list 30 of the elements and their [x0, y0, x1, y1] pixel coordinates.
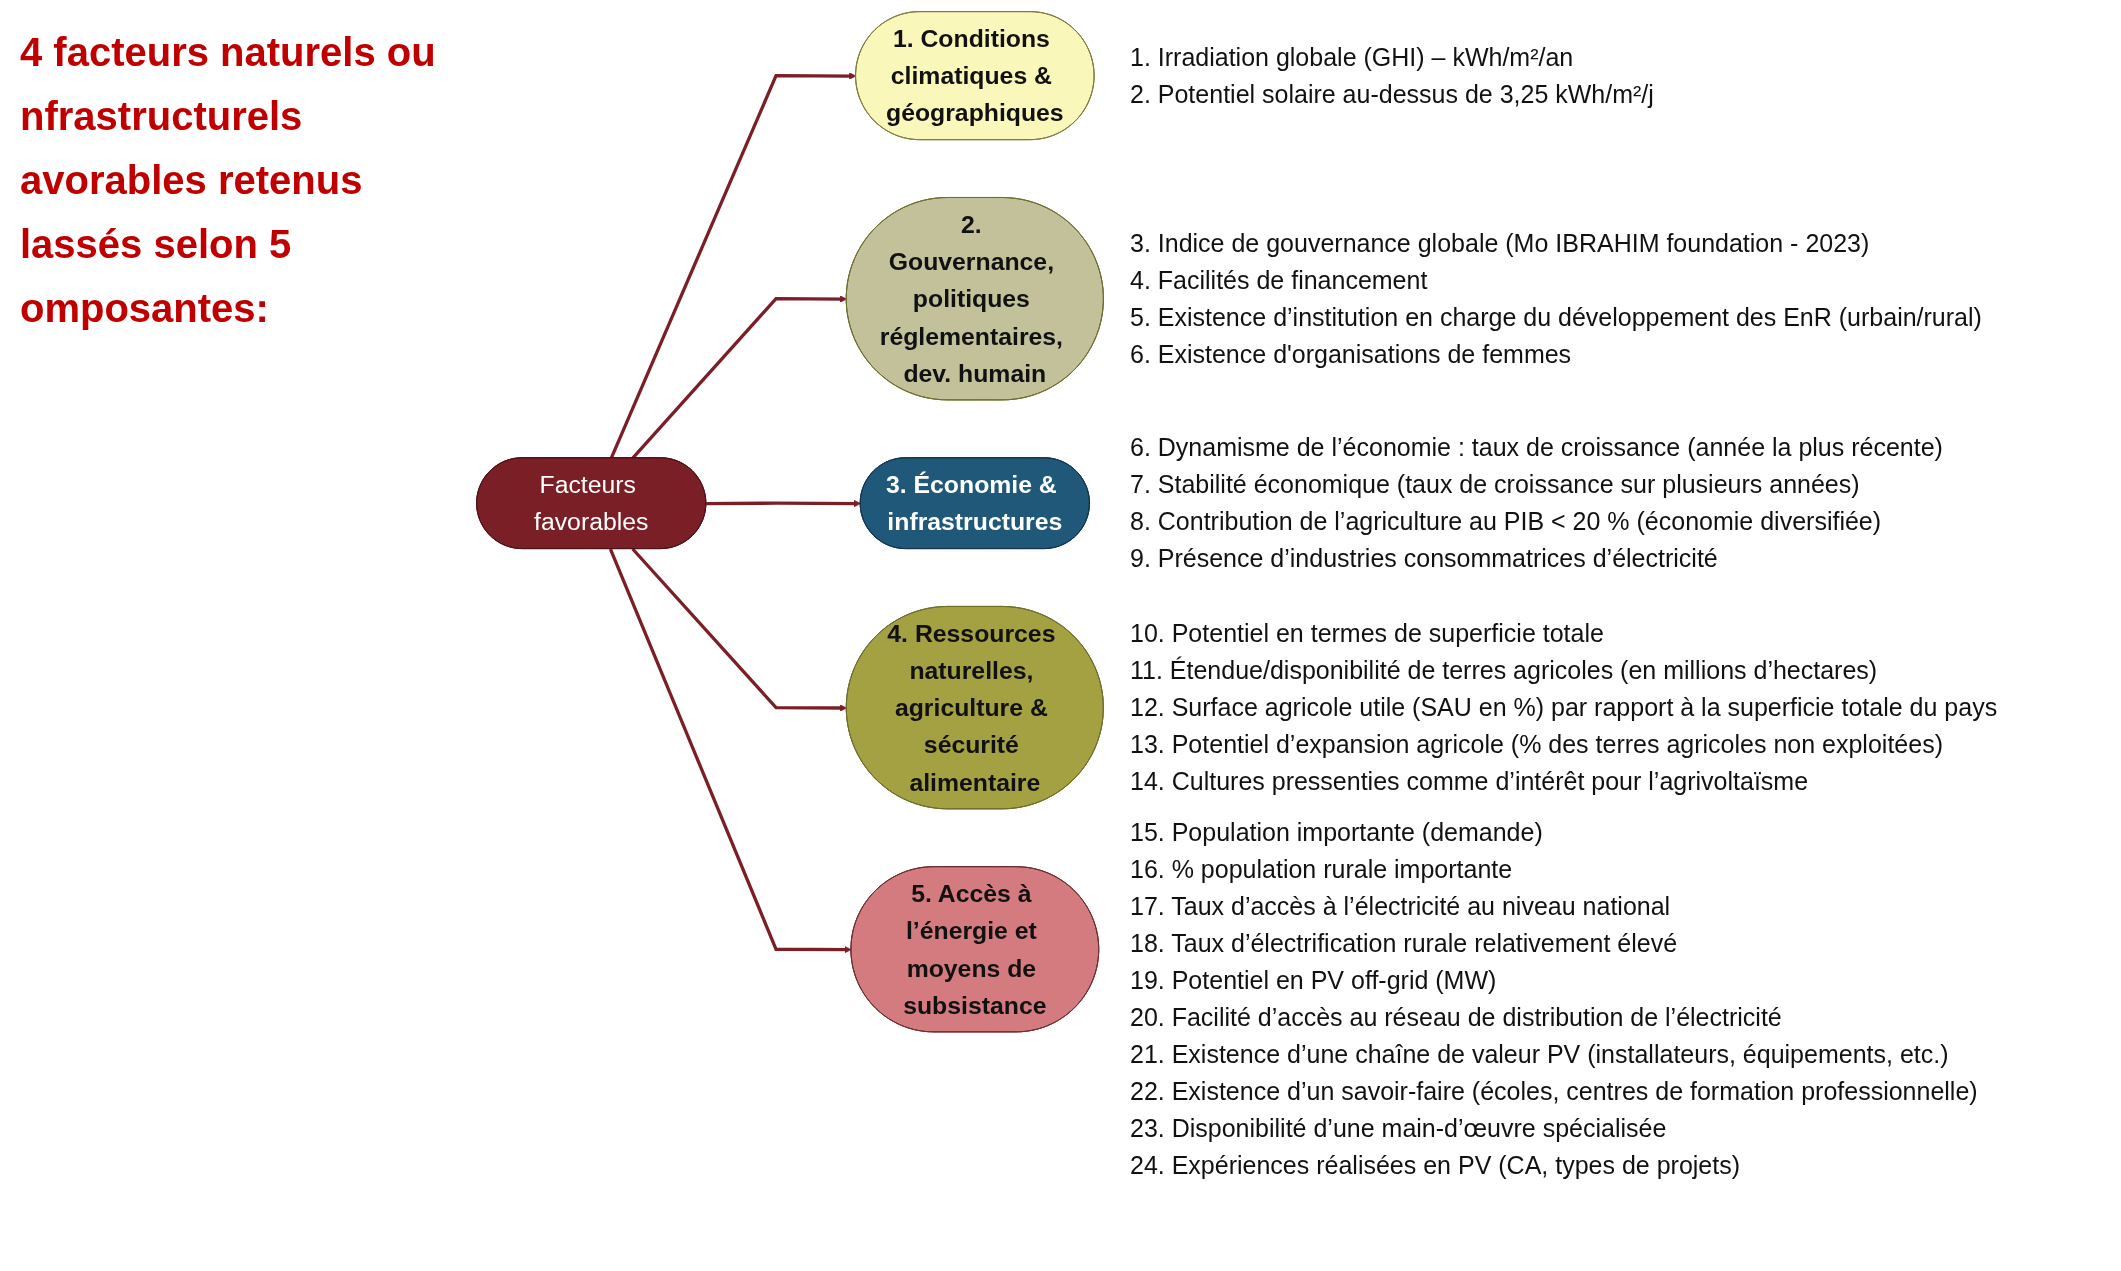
arrow: [608, 548, 852, 954]
list-item: 5. Existence d’institution en charge du développement des EnR (urbain/rural): [1130, 301, 1983, 333]
list-item: 6. Dynamisme de l’économie : taux de croissance (année la plus récente): [1130, 432, 1944, 464]
list-item: 19. Potentiel en PV off-grid (MW): [1130, 965, 1498, 997]
list-item: 7. Stabilité économique (taux de croissance sur plusieurs années): [1130, 469, 1861, 501]
list-item: 23. Disponibilité d’une main-d’œuvre spécialisée: [1130, 1113, 1668, 1145]
list-item: 22. Existence d’un savoir-faire (écoles, centres de formation professionnelle): [1130, 1076, 1979, 1108]
list-item: 3. Indice de gouvernance globale (Mo IBRAHIM foundation - 2023): [1130, 227, 1871, 259]
list-item: 1. Irradiation globale (GHI) – kWh/m²/an: [1130, 41, 1575, 73]
title: 4 facteurs naturels ou nfrastructurels avorables retenus lassés selon 5 omposantes:: [20, 29, 437, 332]
list-item: 6. Existence d'organisations de femmes: [1130, 338, 1573, 370]
list-item: 21. Existence d’une chaîne de valeur PV (installateurs, équipements, etc.): [1130, 1039, 1950, 1071]
list-item: 12. Surface agricole utile (SAU en %) par rapport à la superficie totale du pays: [1130, 692, 1999, 724]
arrow: [609, 72, 857, 459]
arrow: [631, 547, 848, 712]
list-item: 24. Expériences réalisées en PV (CA, types de projets): [1130, 1150, 1742, 1182]
list-item: 2. Potentiel solaire au-dessus de 3,25 kWh/m²/j: [1130, 78, 1655, 110]
list-item: 16. % population rurale importante: [1130, 854, 1514, 886]
list-item: 18. Taux d’électrification rurale relativement élevé: [1130, 928, 1679, 960]
list-item: 13. Potentiel d’expansion agricole (% des terres agricoles non exploitées): [1130, 729, 1944, 761]
list-item: 8. Contribution de l’agriculture au PIB < 20 % (économie diversifiée): [1130, 506, 1883, 538]
list-item: 17. Taux d’accès à l’électricité au niveau national: [1130, 891, 1672, 923]
arrow: [706, 499, 861, 508]
list-item: 4. Facilités de financement: [1130, 264, 1429, 296]
list-item: 14. Cultures pressenties comme d’intérêt pour l’agrivoltaïsme: [1130, 766, 1810, 798]
list-item: 11. Étendue/disponibilité de terres agricoles (en millions d’hectares): [1130, 655, 1879, 687]
list-item: 20. Facilité d’accès au réseau de distribution de l’électricité: [1130, 1002, 1783, 1034]
list-item: 15. Population importante (demande): [1130, 817, 1544, 849]
list-item: 9. Présence d’industries consommatrices d’électricité: [1130, 543, 1719, 575]
list-item: 10. Potentiel en termes de superficie totale: [1130, 618, 1605, 650]
